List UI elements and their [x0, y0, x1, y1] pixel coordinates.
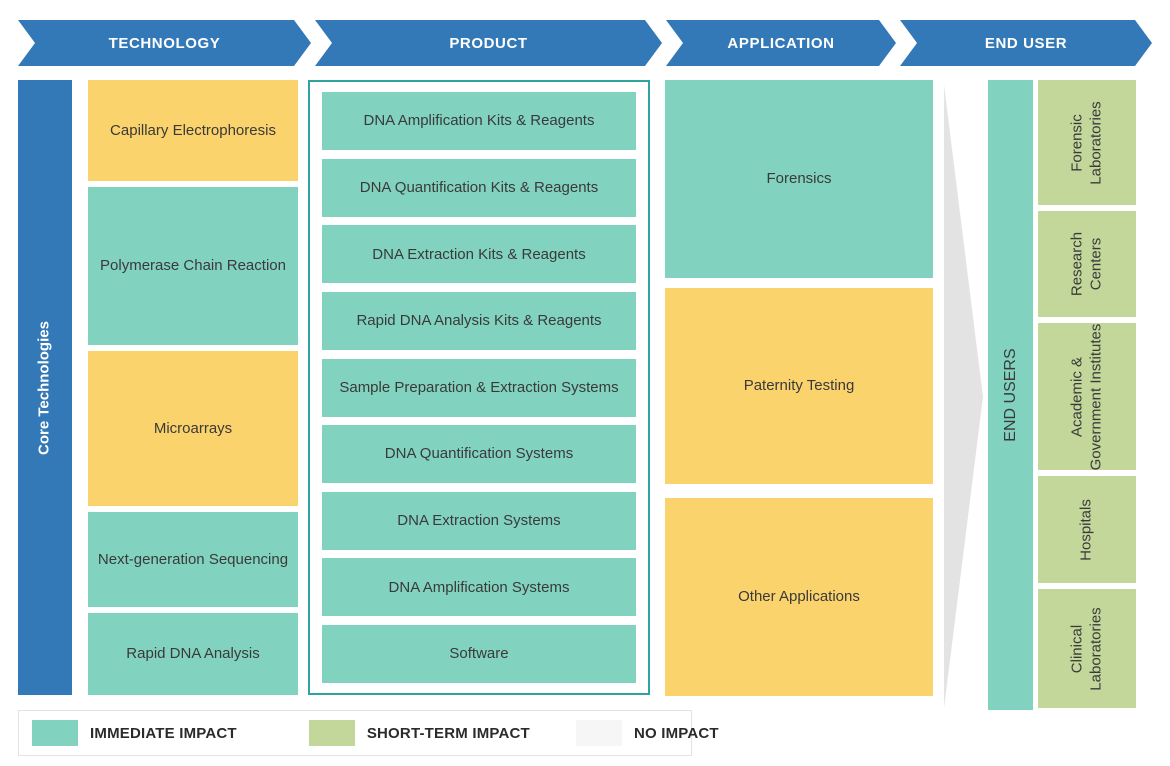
box-label: DNA Extraction Systems — [397, 512, 561, 529]
box-label: Paternity Testing — [743, 377, 855, 395]
box-label: Forensic Laboratories — [1068, 100, 1104, 185]
technology-box-rapid-dna-analysis: Rapid DNA Analysis — [88, 613, 298, 695]
end-user-box-clinical-laboratories: Clinical Laboratories — [1038, 589, 1136, 708]
banner-segment-product: PRODUCT — [315, 20, 662, 66]
technology-box-microarrays: Microarrays — [88, 351, 298, 506]
end-user-box-academic-government-institutes: Academic & Government Institutes — [1038, 323, 1136, 470]
box-label: DNA Amplification Kits & Reagents — [363, 112, 595, 130]
box-label: Rapid DNA Analysis Kits & Reagents — [356, 312, 602, 330]
banner-label: END USER — [984, 34, 1068, 52]
box-label: Clinical Laboratories — [1068, 606, 1104, 691]
product-box-dna-extraction-systems: DNA Extraction Systems — [322, 491, 636, 550]
legend-label: NO IMPACT — [633, 724, 719, 742]
product-box-dna-quantification-kits: DNA Quantification Kits & Reagents — [322, 158, 636, 217]
banner-label: APPLICATION — [727, 34, 835, 52]
end-user-box-research-centers: Research Centers — [1038, 211, 1136, 317]
box-label: DNA Quantification Kits & Reagents — [359, 178, 599, 196]
legend-item-short-term-impact: SHORT-TERM IMPACT — [308, 720, 530, 746]
immediate-impact-swatch — [32, 720, 78, 746]
box-label: Software — [449, 645, 509, 663]
no-impact-swatch — [575, 720, 622, 746]
technology-box-capillary-electrophoresis: Capillary Electrophoresis — [88, 80, 298, 181]
product-group-outline: DNA Amplification Kits & Reagents DNA Qu… — [308, 80, 650, 695]
application-box-forensics: Forensics — [665, 80, 933, 278]
application-box-other-applications: Other Applications — [665, 498, 933, 696]
end-user-box-hospitals: Hospitals — [1038, 476, 1136, 583]
product-box-dna-amplification-kits: DNA Amplification Kits & Reagents — [322, 92, 636, 150]
legend-label: IMMEDIATE IMPACT — [90, 724, 237, 742]
product-box-rapid-dna-analysis-kits: Rapid DNA Analysis Kits & Reagents — [322, 291, 636, 350]
technology-box-polymerase-chain-reaction: Polymerase Chain Reaction — [88, 187, 298, 345]
core-technologies-bar: Core Technologies — [18, 80, 72, 695]
end-users-bar: END USERS — [988, 80, 1033, 710]
technology-box-next-generation-sequencing: Next-generation Sequencing — [88, 512, 298, 607]
core-technologies-label: Core Technologies — [35, 320, 53, 455]
box-label: DNA Amplification Systems — [388, 578, 570, 596]
flow-arrow-icon — [944, 85, 983, 708]
end-user-box-forensic-laboratories: Forensic Laboratories — [1038, 80, 1136, 205]
box-label: DNA Extraction Kits & Reagents — [372, 245, 586, 263]
product-box-dna-quantification-systems: DNA Quantification Systems — [322, 425, 636, 484]
legend-label: SHORT-TERM IMPACT — [366, 724, 530, 742]
box-label: Microarrays — [153, 419, 233, 437]
legend: IMMEDIATE IMPACT SHORT-TERM IMPACT NO IM… — [18, 710, 719, 756]
product-box-sample-prep-systems: Sample Preparation & Extraction Systems — [322, 358, 636, 417]
box-label: Next-generation Sequencing — [97, 550, 289, 568]
box-label: Polymerase Chain Reaction — [100, 257, 286, 275]
box-label: Capillary Electrophoresis — [110, 121, 276, 139]
box-label: DNA Quantification Systems — [384, 445, 574, 463]
banner-label: PRODUCT — [449, 34, 528, 52]
box-label: Rapid DNA Analysis — [126, 645, 260, 663]
product-box-dna-extraction-kits: DNA Extraction Kits & Reagents — [322, 225, 636, 284]
box-label: Sample Preparation & Extraction Systems — [339, 378, 619, 396]
legend-item-no-impact: NO IMPACT — [575, 720, 719, 746]
application-box-paternity-testing: Paternity Testing — [665, 288, 933, 484]
legend-item-immediate-impact: IMMEDIATE IMPACT — [32, 720, 237, 746]
box-label: Forensics — [766, 170, 832, 188]
box-label: Hospitals — [1077, 498, 1095, 561]
box-label: Other Applications — [738, 588, 860, 606]
product-box-software: Software — [322, 625, 636, 683]
short-term-impact-swatch — [308, 720, 355, 746]
banner-label: TECHNOLOGY — [108, 34, 221, 52]
product-box-dna-amplification-systems: DNA Amplification Systems — [322, 558, 636, 617]
banner-segment-application: APPLICATION — [666, 20, 896, 66]
box-label: Research Centers — [1068, 231, 1104, 297]
end-users-label: END USERS — [1001, 348, 1019, 442]
banner-segment-technology: TECHNOLOGY — [18, 20, 311, 66]
banner-segment-end-user: END USER — [900, 20, 1152, 66]
box-label: Academic & Government Institutes — [1068, 323, 1104, 470]
